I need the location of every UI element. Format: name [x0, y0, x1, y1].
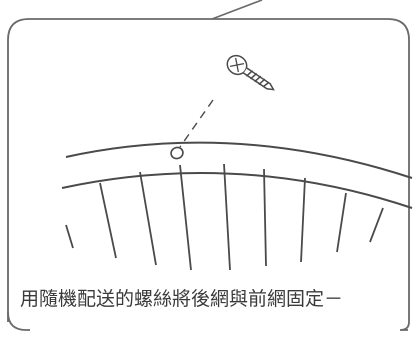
phillips-screw-icon [226, 54, 275, 91]
spoke [99, 182, 117, 259]
rim-arc-inner [61, 172, 413, 209]
spoke [179, 164, 192, 271]
spoke [139, 171, 157, 266]
spoke [369, 207, 384, 243]
grille-spokes [65, 163, 384, 271]
instruction-caption: 用隨機配送的螺絲將後網與前網固定－ [20, 288, 344, 310]
connector-line [211, 0, 263, 20]
spoke [65, 224, 74, 249]
spoke [223, 163, 231, 271]
spoke [263, 168, 267, 267]
panel-frame-bottom-left [7, 311, 30, 331]
spoke [300, 177, 306, 263]
mounting-hole-icon [170, 146, 184, 160]
panel-frame [7, 18, 410, 331]
screw-guide-line [179, 99, 214, 148]
rim-arc-outer [65, 141, 413, 179]
spoke [336, 192, 347, 253]
